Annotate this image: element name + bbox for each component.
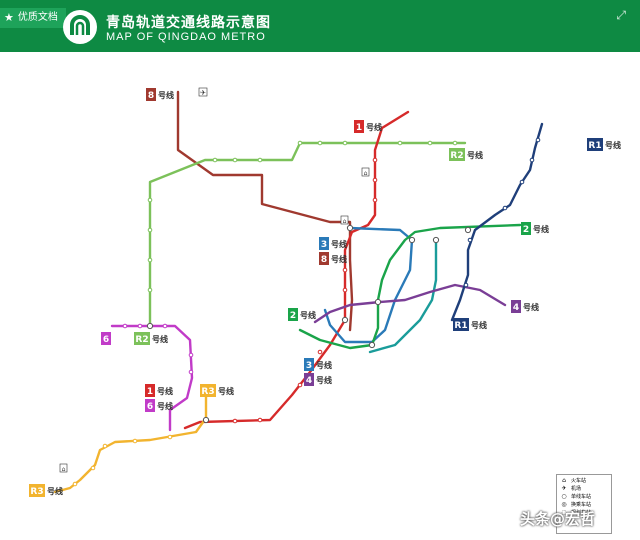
- teal-route: [368, 238, 438, 354]
- metro-map: 8 号线 1 号线 R2 号线 3 号线 8 号线 2 号线: [29, 87, 621, 497]
- svg-text:号线: 号线: [316, 360, 332, 370]
- svg-text:号线: 号线: [471, 320, 487, 330]
- svg-text:2: 2: [290, 311, 296, 321]
- r2-route: [148, 141, 467, 328]
- transfer-stations: [146, 224, 472, 424]
- svg-text:号线: 号线: [366, 122, 382, 132]
- line-tag-8-mid: 8 号线: [319, 252, 347, 265]
- svg-text:号线: 号线: [157, 401, 173, 411]
- svg-text:号线: 号线: [300, 310, 316, 320]
- svg-text:R2: R2: [135, 335, 148, 345]
- line-tag-r1-top: R1 号线: [587, 138, 621, 151]
- svg-text:R1: R1: [454, 321, 467, 331]
- line4-route: [313, 283, 507, 324]
- svg-text:号线: 号线: [331, 239, 347, 249]
- svg-text:1: 1: [147, 387, 153, 397]
- r2-stations: [147, 140, 458, 293]
- svg-text:R2: R2: [450, 151, 463, 161]
- svg-text:号线: 号线: [316, 375, 332, 385]
- train-icon: ⌂: [562, 477, 566, 484]
- svg-text:2: 2: [523, 225, 529, 235]
- premium-doc-badge: ★ 优质文档: [0, 8, 66, 28]
- line-tag-2-west: 2 号线: [288, 308, 316, 321]
- map-legend: ⌂火车站 ✈机场 ○单线车站 ◎换乘车站 ◌规划车站: [556, 474, 612, 534]
- line-tag-2-east: 2 号线: [521, 222, 549, 235]
- line-tag-3-north: 3 号线: [319, 237, 347, 250]
- line-tag-r1-bottom: R1 号线: [453, 318, 487, 331]
- airport-icon: ✈: [198, 87, 208, 97]
- planned-icon: ◌: [561, 509, 567, 516]
- line-tag-4-south: 4 号线: [304, 373, 332, 386]
- map-subtitle: MAP OF QINGDAO METRO: [106, 31, 266, 43]
- legend-item: ◌规划车站: [561, 509, 592, 516]
- svg-text:号线: 号线: [47, 486, 63, 496]
- svg-text:号线: 号线: [157, 386, 173, 396]
- line1-stations: [232, 157, 378, 424]
- metro-logo: [63, 10, 97, 44]
- r3-route: [53, 393, 208, 494]
- airport-icon: ✈: [561, 485, 567, 492]
- r3-stations: [72, 434, 173, 487]
- line8-route: [176, 90, 354, 332]
- line3-route: [323, 226, 414, 344]
- svg-text:⌂: ⌂: [364, 170, 368, 177]
- line-tag-3-south: 3 号线: [304, 358, 332, 371]
- watermark: 头条@宏哲: [520, 510, 596, 528]
- svg-text:3: 3: [306, 361, 312, 371]
- line-tag-r3-mid: R3 号线: [200, 384, 234, 397]
- map-title: 青岛轨道交通线路示意图: [106, 15, 271, 31]
- line-tag-r3-south: R3 号线: [29, 484, 63, 497]
- svg-text:号线: 号线: [533, 224, 549, 234]
- svg-text:3: 3: [321, 240, 327, 250]
- header-bar: ★ 优质文档 青岛轨道交通线路示意图 MAP OF QINGDAO METRO …: [0, 0, 640, 52]
- line-tag-6-west: 6: [101, 332, 111, 345]
- svg-text:号线: 号线: [605, 140, 621, 150]
- svg-text:6: 6: [103, 335, 109, 345]
- line-tag-8-top: 8 号线: [146, 88, 174, 101]
- legend-item: ○单线车站: [561, 493, 592, 500]
- svg-text:1: 1: [356, 123, 362, 133]
- svg-text:8: 8: [148, 91, 154, 101]
- line-tag-1-top: 1 号线: [354, 120, 382, 133]
- train-station-icon-south: ⌂: [59, 463, 68, 473]
- line6-route: [110, 324, 194, 432]
- line-tag-6-south: 6 号线: [145, 399, 173, 412]
- svg-text:R3: R3: [30, 487, 43, 497]
- badge-label: 优质文档: [17, 12, 58, 23]
- svg-text:4: 4: [306, 376, 312, 386]
- line-tag-1-south: 1 号线: [145, 384, 173, 397]
- train-station-icon-north: ⌂: [361, 167, 370, 177]
- svg-text:号线: 号线: [331, 254, 347, 264]
- r1-stations: [463, 137, 541, 288]
- line-tag-r2-west: R2 号线: [134, 332, 168, 345]
- station-icon: ○: [561, 493, 567, 500]
- svg-text:R1: R1: [588, 141, 601, 151]
- svg-text:4: 4: [513, 303, 519, 313]
- legend-item: ✈机场: [561, 485, 582, 492]
- svg-text:号线: 号线: [218, 386, 234, 396]
- svg-text:6: 6: [147, 402, 153, 412]
- line-tag-4-east: 4 号线: [511, 300, 539, 313]
- svg-text:号线: 号线: [152, 334, 168, 344]
- legend-item: ◎换乘车站: [561, 501, 592, 508]
- transfer-icon: ◎: [561, 501, 567, 508]
- svg-text:号线: 号线: [523, 302, 539, 312]
- svg-text:号线: 号线: [467, 150, 483, 160]
- expand-icon[interactable]: ⤢: [616, 8, 626, 22]
- svg-text:⌂: ⌂: [343, 218, 347, 225]
- svg-text:R3: R3: [201, 387, 214, 397]
- star-icon: ★: [4, 11, 14, 24]
- svg-text:✈: ✈: [200, 89, 206, 97]
- line2-route: [298, 223, 522, 350]
- svg-text:⌂: ⌂: [62, 466, 66, 473]
- svg-text:8: 8: [321, 255, 327, 265]
- svg-text:号线: 号线: [158, 90, 174, 100]
- line-tag-r2-top: R2 号线: [449, 148, 483, 161]
- legend-item: ⌂火车站: [560, 477, 608, 485]
- line6-stations: [122, 323, 194, 375]
- train-station-icon: ⌂: [340, 215, 349, 225]
- line-tags: 8 号线 1 号线 R2 号线 3 号线 8 号线 2 号线: [29, 88, 621, 497]
